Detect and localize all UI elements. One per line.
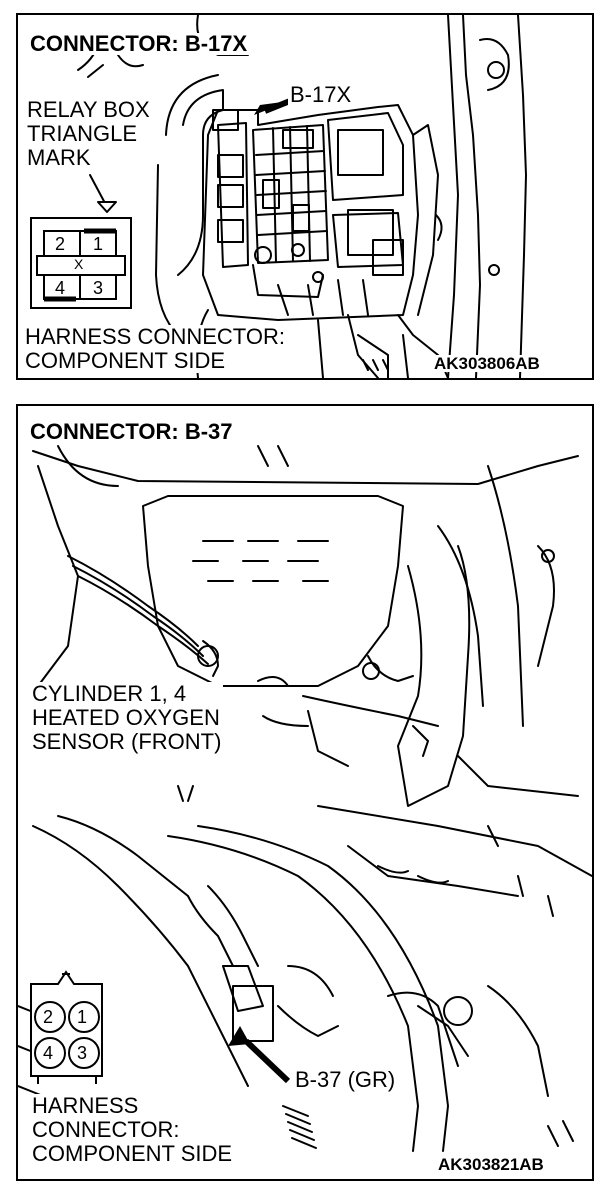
- relay-box-illustration: [30, 15, 527, 378]
- connector-b37-panel: CONNECTOR: B-37 CYLINDER 1, 4 HEATED OXY…: [16, 404, 594, 1181]
- panel-title: CONNECTOR: B-37: [28, 419, 235, 444]
- pin-4: 4: [43, 1043, 54, 1063]
- pin-1: 1: [93, 234, 104, 254]
- harness-connector-label: HARNESS CONNECTOR: COMPONENT SIDE: [30, 1093, 235, 1166]
- b17x-callout: B-17X: [288, 82, 354, 107]
- figure-code: AK303821AB: [436, 1155, 546, 1174]
- pin-3: 3: [77, 1043, 88, 1063]
- pin-4: 4: [55, 278, 66, 298]
- oxygen-sensor-illustration: [18, 445, 592, 1152]
- pin-2: 2: [43, 1007, 54, 1027]
- figure-code: AK303806AB: [432, 354, 542, 373]
- connector-b17x-panel: CONNECTOR: B-17X B-17X RELAY BOX TRIANGL…: [16, 13, 594, 380]
- pin-1: 1: [77, 1007, 88, 1027]
- harness-connector-label: HARNESS CONNECTOR: COMPONENT SIDE: [23, 324, 287, 373]
- panel-title: CONNECTOR: B-17X: [28, 31, 250, 56]
- connector-center-mark: X: [74, 256, 84, 272]
- pin-2: 2: [55, 234, 66, 254]
- b37-callout: B-37 (GR): [293, 1067, 398, 1092]
- oxygen-sensor-label: CYLINDER 1, 4 HEATED OXYGEN SENSOR (FRON…: [30, 681, 224, 754]
- pin-3: 3: [93, 278, 104, 298]
- relay-box-triangle-label: RELAY BOX TRIANGLE MARK: [25, 97, 152, 170]
